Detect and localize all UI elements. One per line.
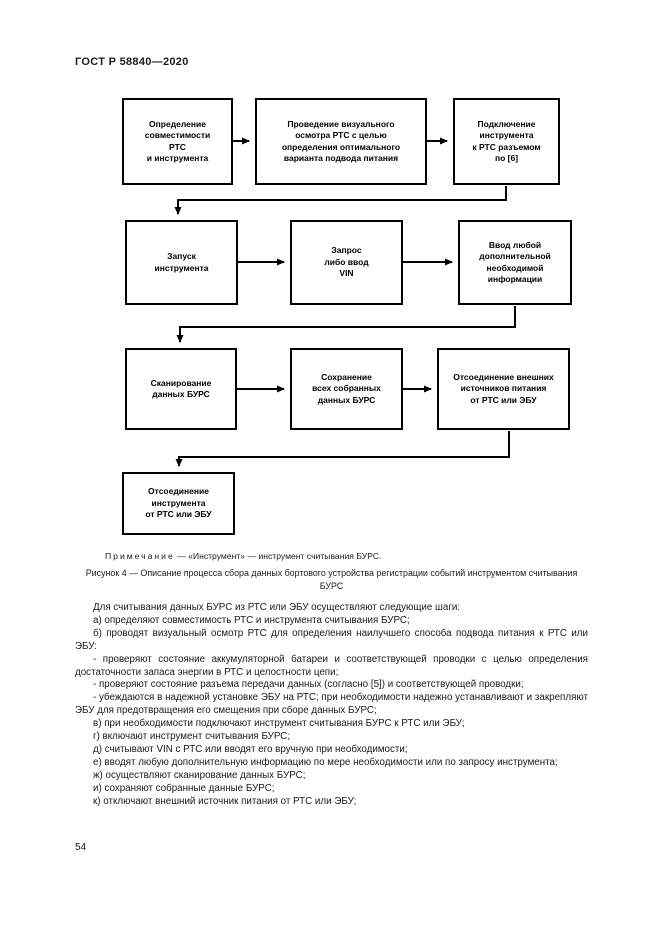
paragraph: а) определяют совместимость РТС и инстру… bbox=[93, 614, 410, 626]
note-label: Примечание bbox=[105, 551, 175, 561]
paragraph: - проверяют состояние аккумуляторной бат… bbox=[75, 653, 588, 678]
figure-note: Примечание — «Инструмент» — инструмент с… bbox=[75, 551, 588, 561]
paragraph: е) вводят любую дополнительную информаци… bbox=[93, 756, 558, 768]
flowchart-box-start-tool: Запуск инструмента bbox=[125, 220, 238, 305]
paragraph: - проверяют состояние разъема передачи д… bbox=[93, 679, 524, 691]
flowchart-connectors bbox=[174, 137, 516, 467]
paragraph: к) отключают внешний источник питания от… bbox=[93, 795, 357, 807]
paragraph: Для считывания данных БУРС из РТС или ЭБ… bbox=[93, 602, 461, 613]
flowchart-box-save-data: Сохранение всех собранных данных БУРС bbox=[290, 348, 403, 430]
paragraph: ж) осуществляют сканирование данных БУРС… bbox=[93, 769, 306, 781]
paragraph: в) при необходимости подключают инструме… bbox=[93, 718, 465, 730]
flowchart-box-vin-input: Запрос либо ввод VIN bbox=[290, 220, 403, 305]
flowchart-box-scan-data: Сканирование данных БУРС bbox=[125, 348, 237, 430]
figure-caption: Рисунок 4 — Описание процесса сбора данн… bbox=[85, 568, 578, 591]
flowchart-figure: Определение совместимости РТС и инструме… bbox=[122, 98, 572, 535]
paragraph: б) проводят визуальный осмотр РТС для оп… bbox=[75, 627, 588, 652]
page-number: 54 bbox=[75, 842, 87, 853]
body-text: Для считывания данных БУРС из РТС или ЭБ… bbox=[75, 602, 588, 809]
flowchart-box-extra-info: Ввод любой дополнительной необходимой ин… bbox=[458, 220, 572, 305]
paragraph: г) включают инструмент считывания БУРС; bbox=[93, 731, 291, 743]
note-text: — «Инструмент» — инструмент считывания Б… bbox=[174, 551, 382, 561]
paragraph: - убеждаются в надежной установке ЭБУ на… bbox=[75, 692, 588, 717]
flowchart-box-disconnect-tool: Отсоединение инструмента от РТС или ЭБУ bbox=[122, 472, 235, 535]
document-header: ГОСТ Р 58840—2020 bbox=[75, 56, 189, 68]
flowchart-box-visual-inspection: Проведение визуального осмотра РТС с цел… bbox=[255, 98, 427, 185]
paragraph: д) считывают VIN с РТС или вводят его вр… bbox=[93, 743, 408, 755]
flowchart-box-disconnect-power: Отсоединение внешних источников питания … bbox=[437, 348, 570, 430]
flowchart-box-compatibility: Определение совместимости РТС и инструме… bbox=[122, 98, 233, 185]
flowchart-box-connect-tool: Подключение инструмента к РТС разъемом п… bbox=[453, 98, 560, 185]
paragraph: и) сохраняют собранные данные БУРС; bbox=[93, 782, 275, 794]
